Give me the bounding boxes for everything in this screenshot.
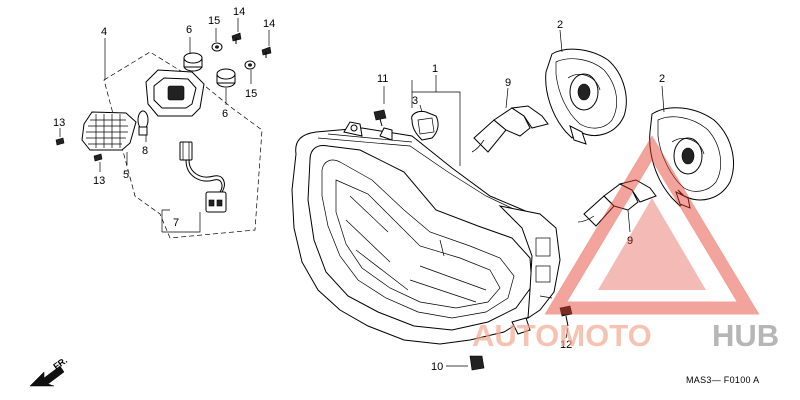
grommet-bottom [216,68,236,105]
callout-13-bottom: 13 [93,175,105,187]
callout-11: 11 [377,73,388,85]
position-light-housing [145,69,205,117]
callout-10: 10 [431,361,443,373]
screw-pl-top [231,18,242,44]
headlight-bulb-top [471,87,549,153]
harness [161,141,227,233]
callout-1: 1 [432,63,438,75]
headlight-bulb-bottom [577,179,657,233]
diagram-code: MAS3— F0100 A [686,375,759,385]
lamp-unit-left [545,29,627,145]
callout-9-top: 9 [505,77,511,89]
screw-bottom [559,305,573,339]
screw-top [373,86,387,127]
callout-14-left: 14 [233,6,245,18]
callout-14-right: 14 [263,18,275,30]
screw-pl-right [261,30,272,58]
callout-6-bottom: 6 [222,108,228,120]
headlight-assembly [291,121,561,345]
callout-2-right: 2 [659,73,665,85]
position-lens [81,111,137,151]
washer-top [211,28,223,52]
callout-13-top: 13 [53,117,65,129]
lamp-unit-right [649,85,734,209]
callout-2-left: 2 [557,19,563,31]
watermark-triangle [544,135,760,315]
watermark-logo: AUTOMOTO HUB [472,135,779,353]
watermark-text-primary: AUTOMOTO [472,318,652,353]
grommet-top [183,37,203,72]
position-bulb [137,110,149,136]
callout-8: 8 [142,145,148,157]
callout-3: 3 [412,95,418,107]
callout-4: 4 [101,26,107,38]
watermark-text-secondary: HUB [712,318,779,353]
nut-clip [446,355,485,371]
callout-15-top: 15 [208,15,220,27]
callout-15-bottom: 15 [245,88,257,100]
callout-12: 12 [560,339,572,351]
callout-6-top: 6 [186,24,192,36]
callout-7: 7 [173,217,179,229]
screw-lens-bottom [93,153,103,172]
washer-bottom [244,60,256,84]
screw-lens-top [55,128,65,146]
callout-9-bottom: 9 [627,235,633,247]
front-direction-arrow: FR. [29,355,69,387]
front-label: FR. [51,355,69,372]
position-light-group [55,18,272,239]
socket-cover [411,104,439,141]
callout-5: 5 [123,169,129,181]
